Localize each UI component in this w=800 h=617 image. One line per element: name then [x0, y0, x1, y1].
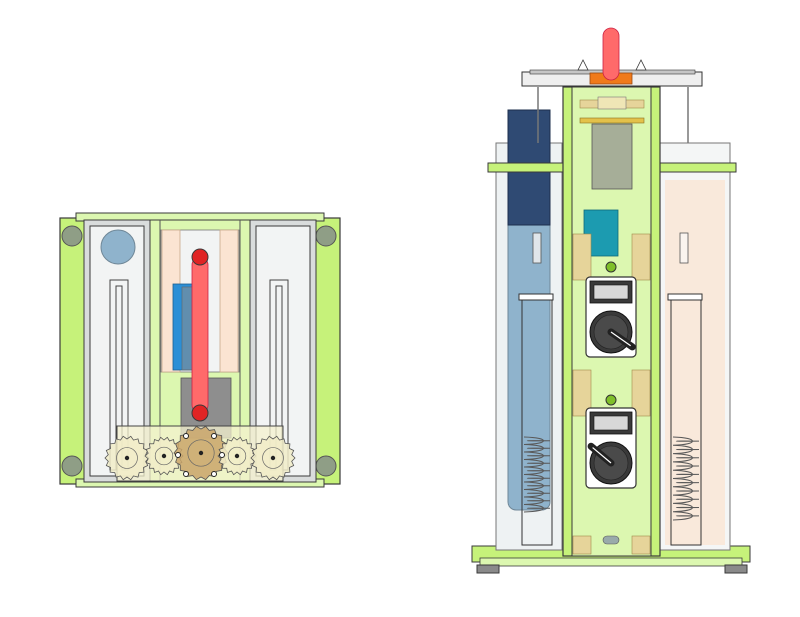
control-dial-1: [585, 276, 637, 358]
bolt-top-left: [61, 225, 83, 247]
peach-panel-right: [219, 229, 239, 373]
side-view-assembly: [471, 27, 751, 574]
foot-left: [476, 564, 500, 574]
gear-1: [104, 435, 150, 481]
gear-5: [250, 435, 296, 481]
right-reservoir-liquid: [665, 180, 725, 545]
gear-4: [217, 436, 257, 476]
bolt-bottom-left: [61, 455, 83, 477]
left-reservoir-liquid: [507, 189, 551, 511]
bolt-top-right: [315, 225, 337, 247]
control-dial-2: [585, 407, 637, 489]
led-lower: [605, 394, 617, 406]
grey-window: [591, 123, 633, 190]
red-rod: [191, 256, 209, 414]
red-knob-bottom: [191, 404, 209, 422]
spring-left: [523, 436, 551, 513]
bolt-bottom-right: [315, 455, 337, 477]
spring-right: [672, 436, 700, 521]
base-plate-lower: [479, 557, 743, 567]
left-chamber-port: [100, 229, 136, 265]
foot-right: [724, 564, 748, 574]
gear-2: [144, 436, 184, 476]
red-knob-top: [191, 248, 209, 266]
front-view-assembly: [59, 212, 341, 488]
top-red-rod: [602, 27, 620, 81]
led-upper: [605, 261, 617, 273]
